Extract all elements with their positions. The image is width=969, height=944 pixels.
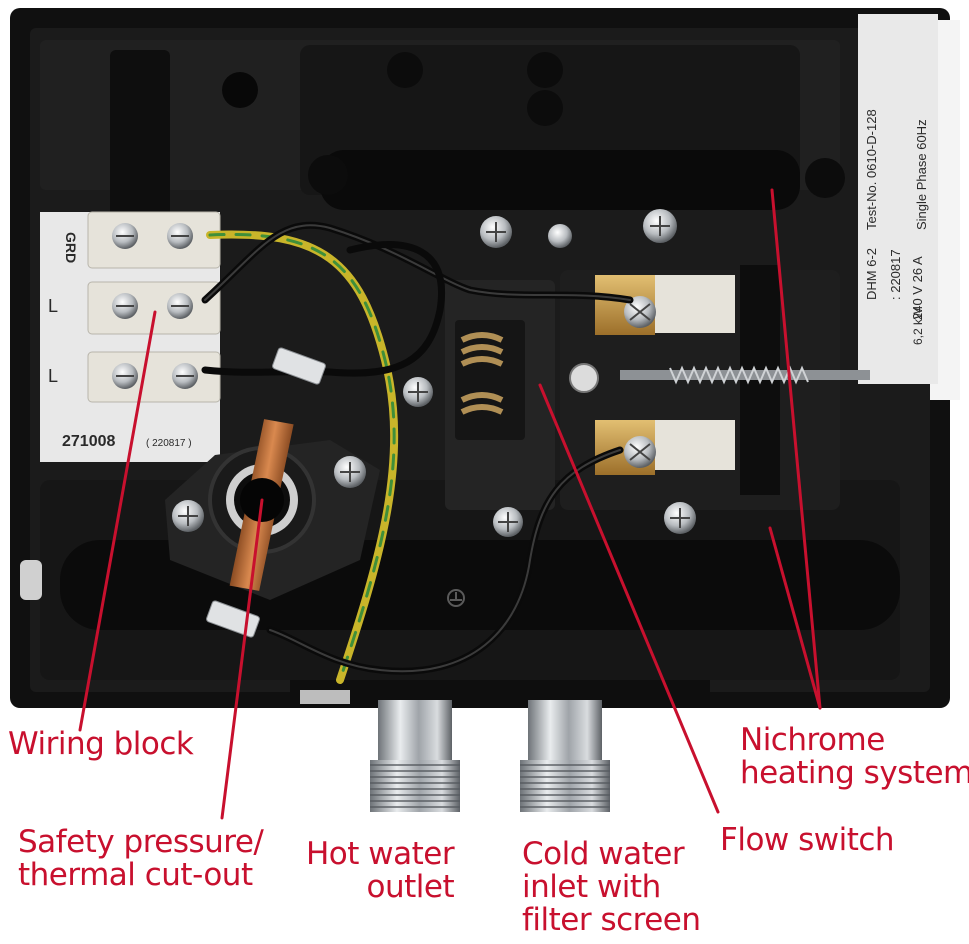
hot-water-fitting (370, 700, 460, 812)
rating-plate-line1: Test-No. 0610-D-128 (864, 109, 879, 230)
leader-safety-cutout (220, 498, 264, 820)
screw-icon (403, 209, 696, 537)
terminal-l2-label: L (48, 366, 58, 386)
callout-cold-inlet-line1: Cold water (522, 836, 685, 872)
rating-plate-line2: DHM 6-2 (864, 248, 879, 300)
leader-nichrome-lower (768, 526, 822, 710)
rating-plate-line5: Single Phase 60Hz (914, 119, 929, 230)
screw-icon (172, 456, 366, 532)
callout-nichrome-line1: Nichrome (740, 722, 885, 758)
ground-symbol-icon (447, 589, 465, 607)
callout-nichrome-line2: heating system (740, 755, 969, 791)
leader-flow-switch (538, 383, 720, 814)
callout-wiring-block: Wiring block (8, 726, 194, 762)
rating-plate-line4: 240 V 26 A (910, 256, 925, 320)
callout-nichrome: Nichrome heating system (740, 724, 969, 790)
callout-safety-cutout-line2: thermal cut-out (18, 857, 253, 893)
callout-safety-cutout: Safety pressure/ thermal cut-out (18, 824, 264, 893)
cold-water-fitting (520, 700, 610, 812)
flow-switch-assembly (403, 209, 870, 607)
rating-plate-line3: : 220817 (888, 249, 903, 300)
callout-lines (78, 188, 822, 820)
callout-hot-outlet-line2: outlet (366, 869, 455, 905)
callout-flow-switch-line1: Flow switch (720, 822, 895, 858)
terminal-part-number: 271008 (62, 433, 115, 450)
callout-wiring-block-line1: Wiring block (8, 726, 194, 762)
callout-cold-inlet-line3: filter screen (522, 902, 701, 938)
callout-hot-outlet: Hot water outlet (306, 836, 455, 905)
callout-safety-cutout-line1: Safety pressure/ (18, 824, 264, 860)
callout-cold-inlet-line2: inlet with (522, 869, 661, 905)
terminal-l1-label: L (48, 296, 58, 316)
terminal-grd-label: GRD (63, 232, 79, 263)
terminal-date: ( 220817 ) (146, 438, 192, 449)
terminal-block: GRD L L 271008 ( 220817 ) (40, 211, 221, 462)
screw-icon (112, 223, 198, 389)
callout-cold-inlet: Cold water inlet with filter screen (522, 838, 701, 937)
callout-hot-outlet-line1: Hot water (306, 836, 455, 872)
leader-wiring-block (78, 310, 157, 732)
rating-plate: Test-No. 0610-D-128 Single Phase 60Hz DH… (858, 14, 938, 384)
leader-nichrome-upper (770, 188, 822, 710)
callout-flow-switch: Flow switch (720, 822, 895, 858)
rating-plate-line6: 6,2 kW (911, 307, 925, 345)
